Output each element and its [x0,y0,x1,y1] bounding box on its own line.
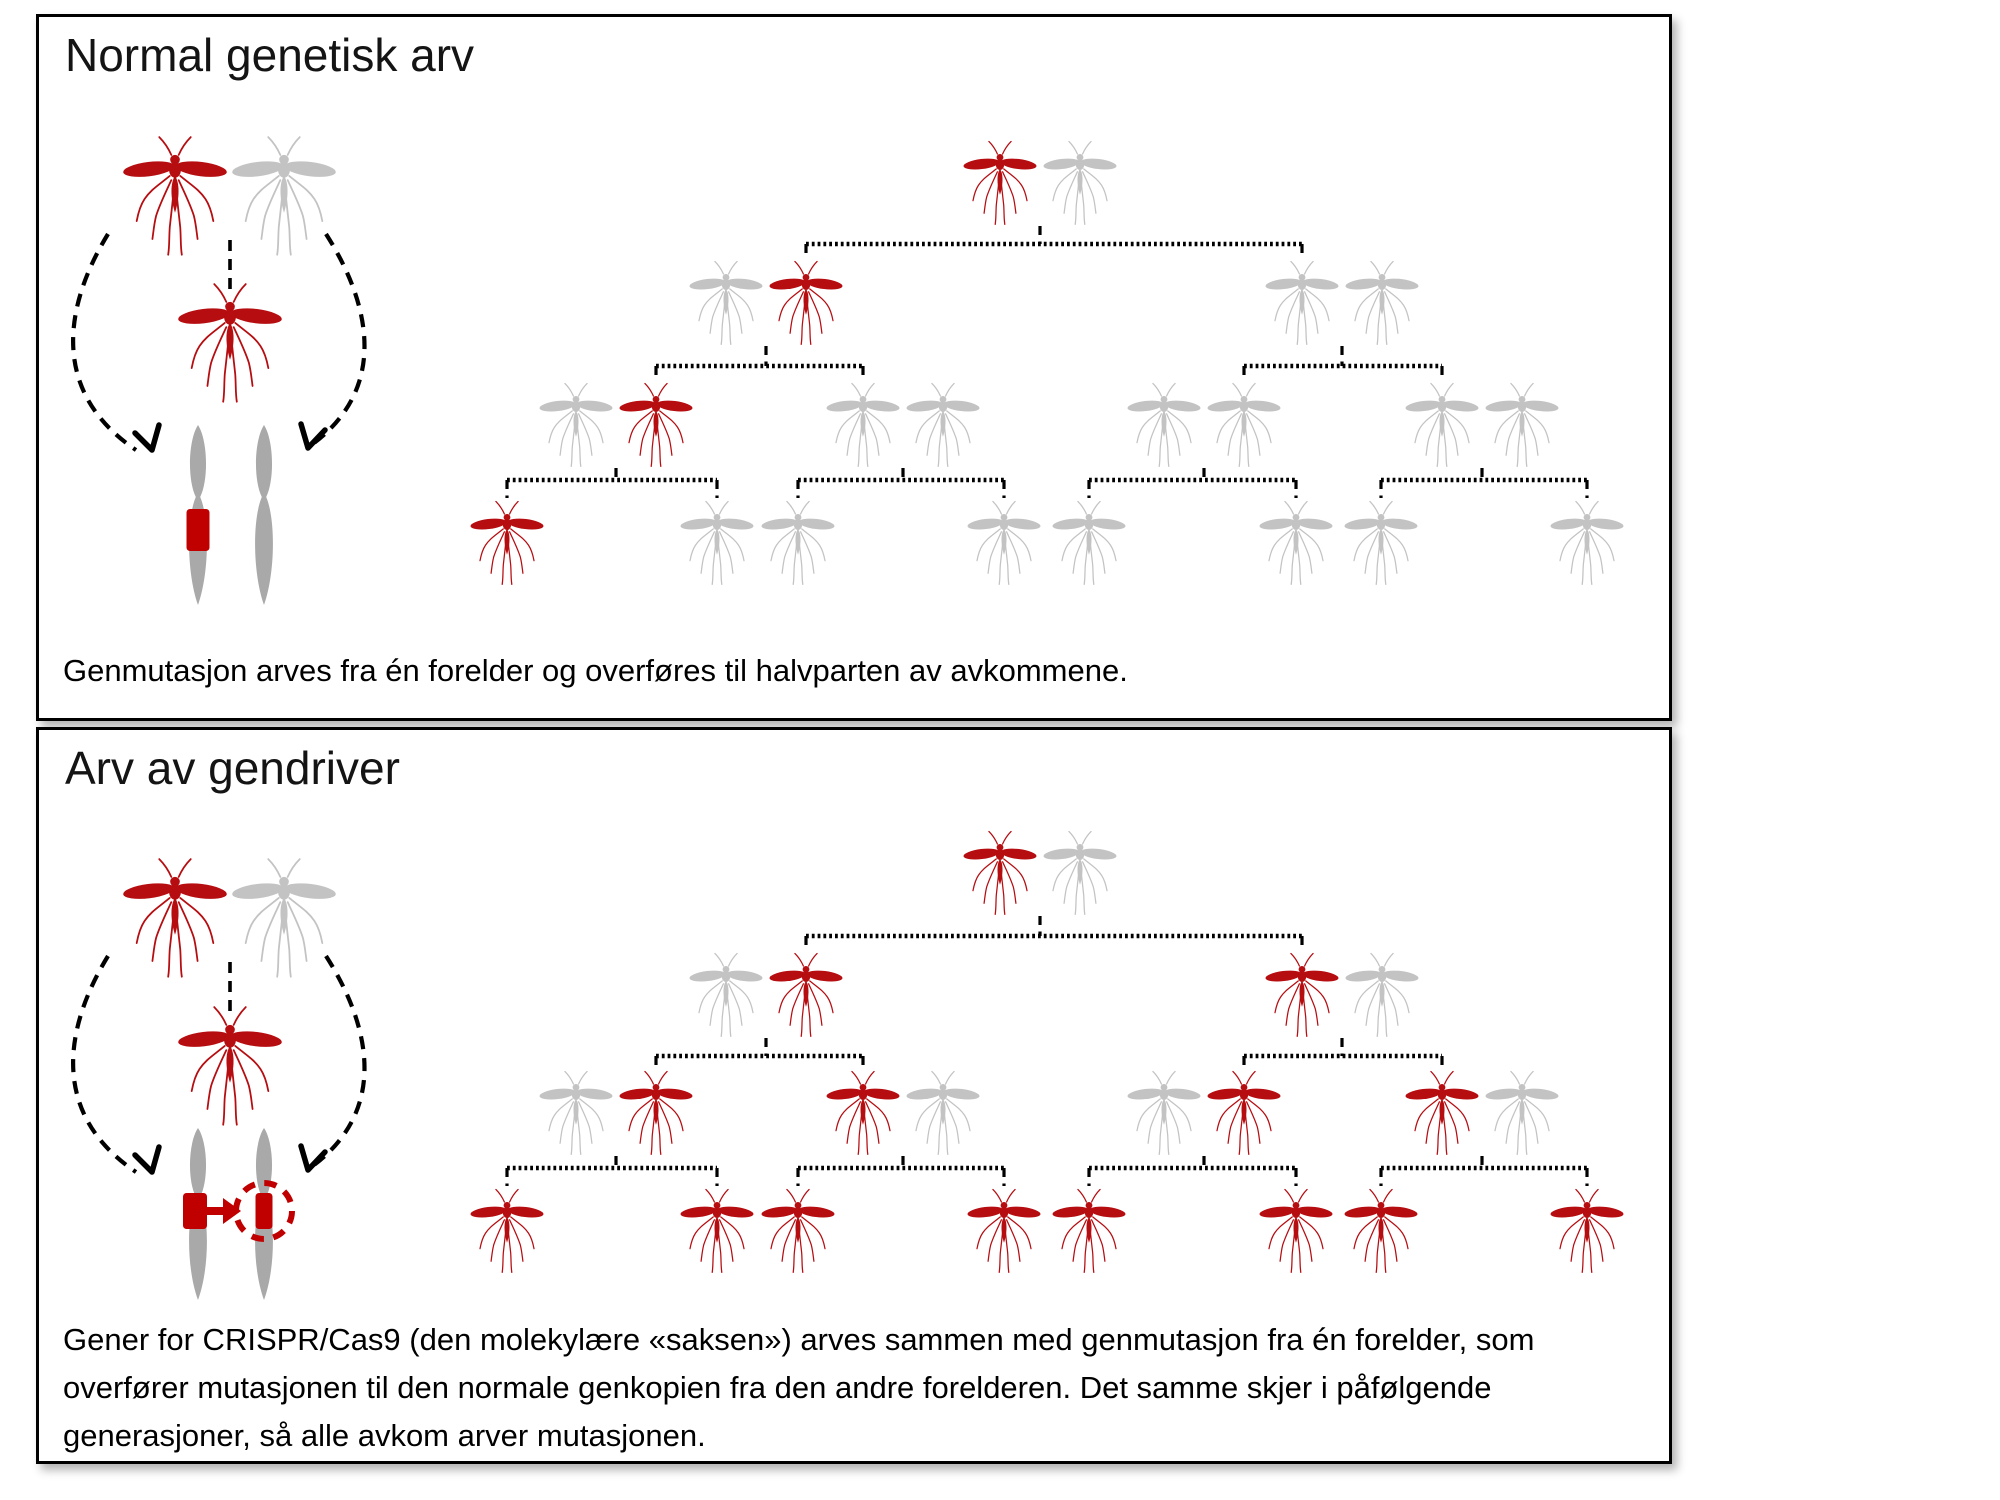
panel-normal-inheritance: Normal genetisk arv Genmutasjon arves fr… [36,14,1672,721]
panel-gene-drive: Arv av gendriver Gener for CRISPR/Cas9 (… [36,727,1672,1464]
panel-caption-normal: Genmutasjon arves fra én forelder og ove… [63,653,1128,688]
panel-caption-gene-drive: Gener for CRISPR/Cas9 (den molekylære «s… [63,1322,1535,1453]
panel-title-normal: Normal genetisk arv [65,29,475,81]
panel-title-gene-drive: Arv av gendriver [65,742,400,794]
